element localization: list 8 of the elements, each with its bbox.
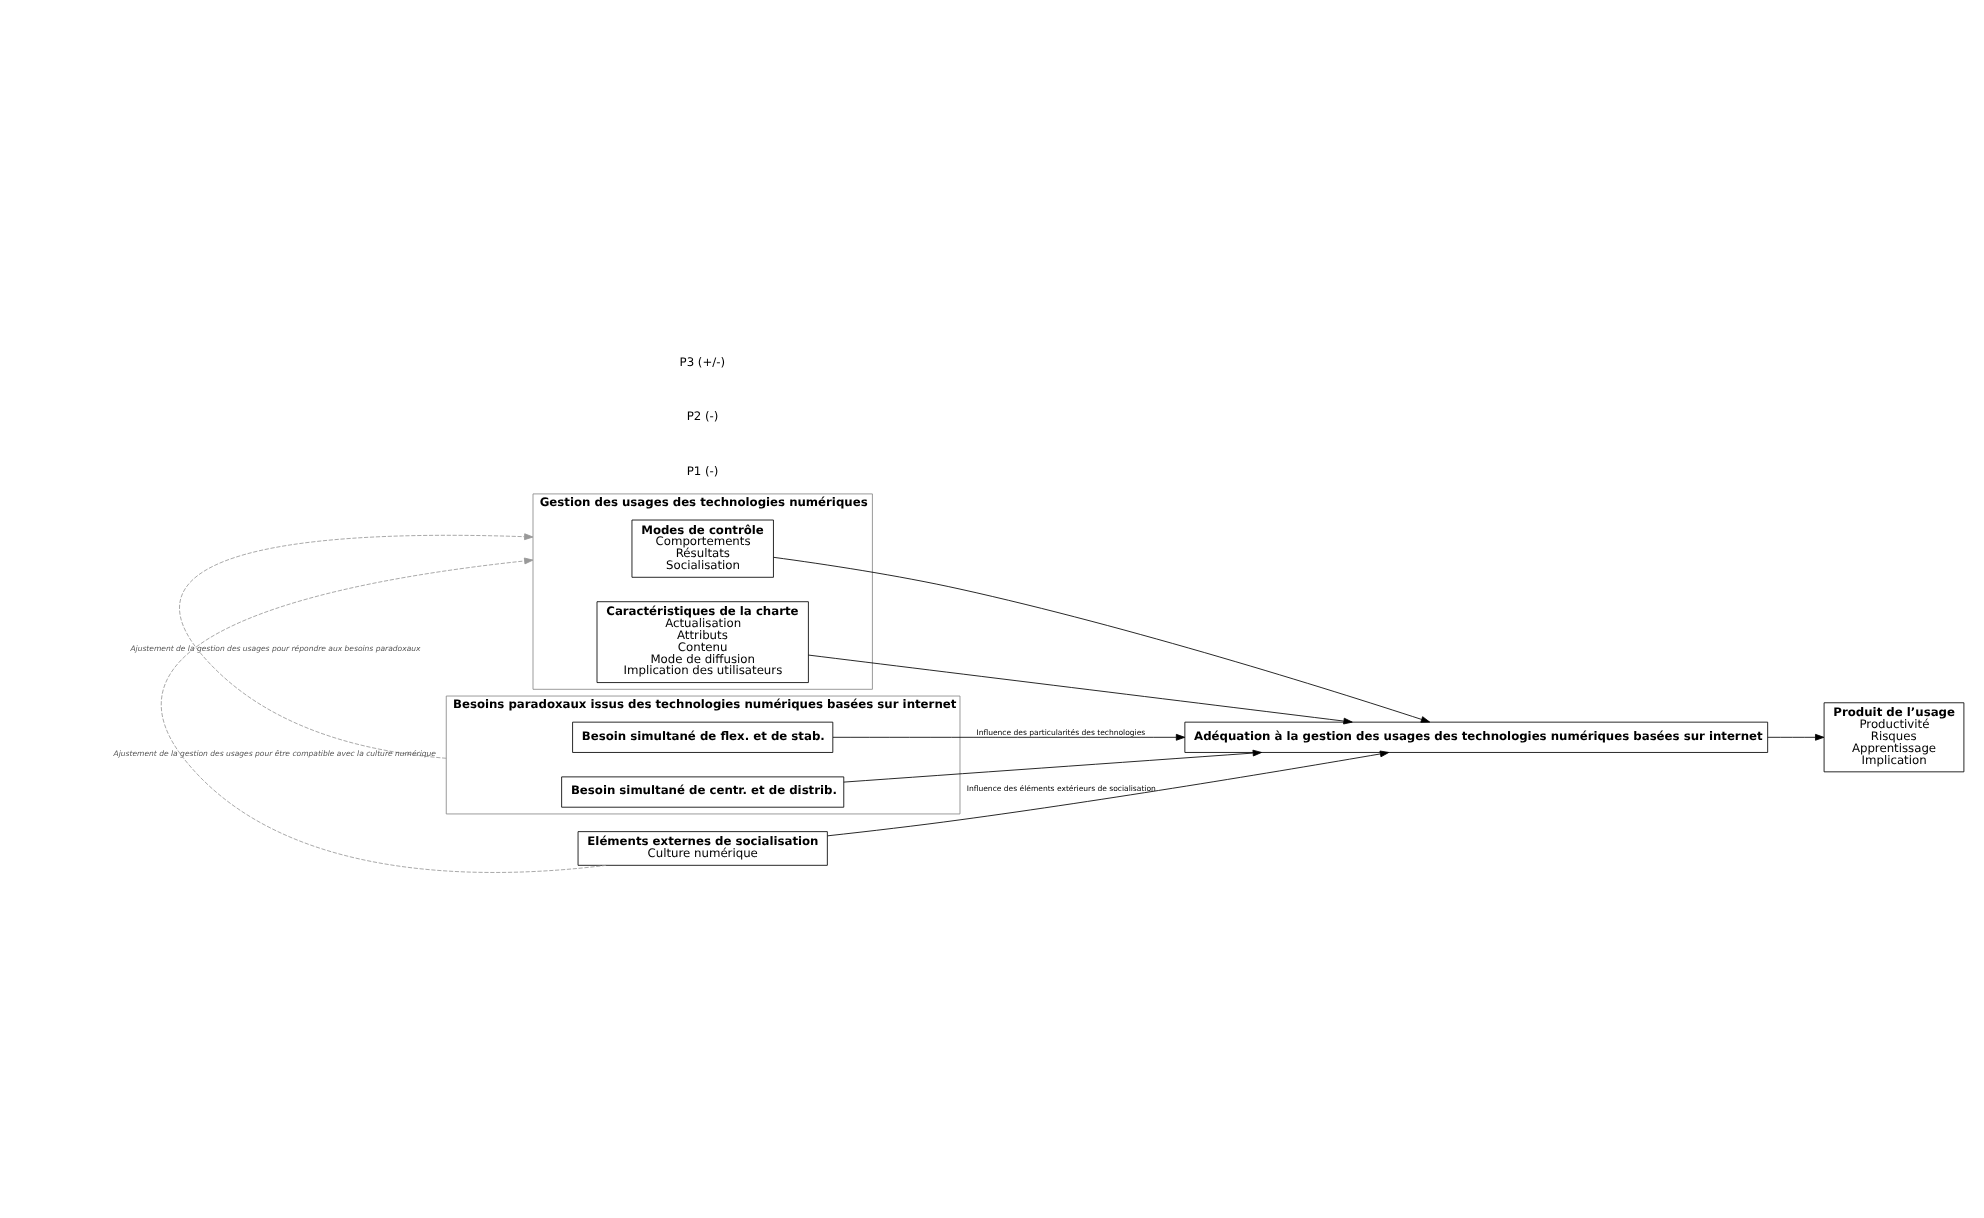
arrow: [827, 749, 1390, 836]
arrow: [773, 555, 1431, 722]
arrow: [1767, 732, 1825, 740]
arrow: [843, 748, 1262, 782]
arrow: [832, 732, 1186, 740]
arrow: [160, 556, 607, 872]
arrow: [808, 653, 1353, 724]
arrow: [179, 532, 534, 758]
